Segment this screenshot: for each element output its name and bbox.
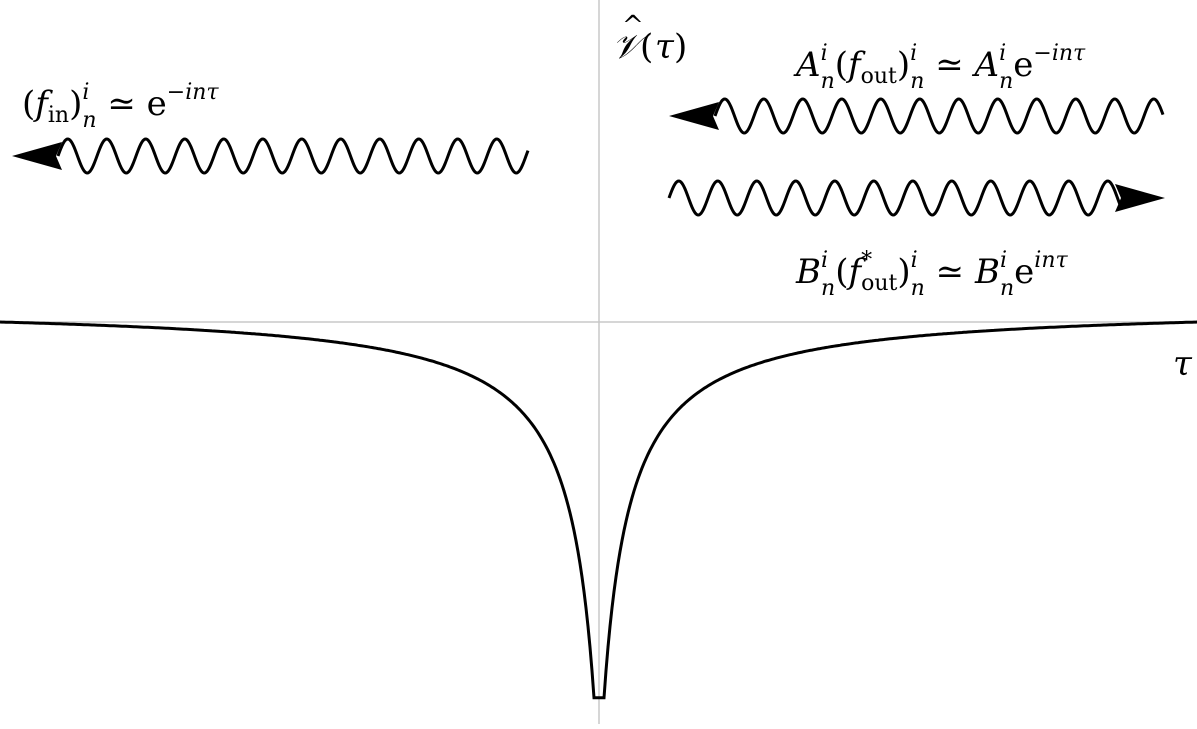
transmitted-wave-arrowhead — [1115, 184, 1165, 212]
y-label-open: ( — [640, 27, 653, 67]
incoming-wave — [56, 137, 530, 175]
transmitted-wave — [667, 179, 1122, 217]
reflected-wave — [713, 97, 1165, 135]
y-label-var: τ — [655, 27, 675, 67]
y-label-close: ) — [674, 27, 687, 67]
y-axis-label: 𝒱 ^ ( τ ) — [612, 11, 687, 67]
potential-curve — [0, 320, 1197, 700]
incoming-wave-arrowhead — [12, 142, 62, 170]
y-label-hat: ^ — [622, 11, 644, 41]
reflected-wave-arrowhead — [669, 102, 719, 130]
x-axis-label: τ — [1173, 344, 1193, 384]
